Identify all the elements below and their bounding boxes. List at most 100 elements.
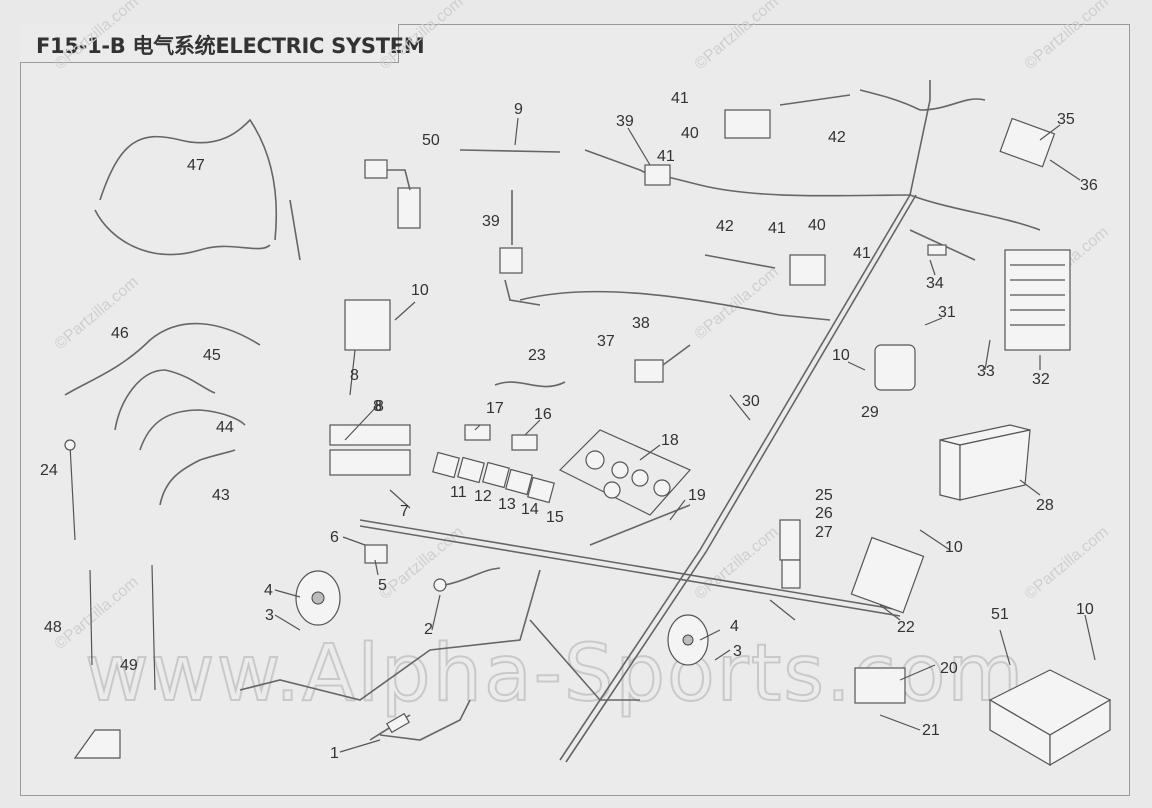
grommet-set-18 bbox=[558, 429, 691, 516]
sensor-42-top bbox=[779, 94, 851, 106]
callout: 46 bbox=[111, 325, 129, 342]
callout: 26 bbox=[815, 505, 833, 522]
callout: 40 bbox=[808, 217, 826, 234]
tie-24 bbox=[64, 439, 76, 541]
horn-4-right bbox=[667, 614, 709, 666]
sticker bbox=[73, 729, 121, 759]
callout: 4 bbox=[264, 582, 273, 599]
callout: 8 bbox=[375, 398, 384, 415]
callout: 16 bbox=[534, 406, 552, 423]
callout: 19 bbox=[688, 487, 706, 504]
tie-48 bbox=[89, 569, 93, 666]
relay-40 bbox=[789, 254, 826, 286]
callout: 13 bbox=[498, 496, 516, 513]
callout: 10 bbox=[945, 539, 963, 556]
callout: 22 bbox=[897, 619, 915, 636]
callout: 25 bbox=[815, 487, 833, 504]
callout-numbers: 1 2 3 3 4 4 5 6 7 8 8 8 9 10 10 10 10 11… bbox=[40, 90, 1098, 762]
callout: 20 bbox=[940, 660, 958, 677]
sensor-1 bbox=[369, 712, 411, 741]
connector-16 bbox=[511, 434, 538, 451]
sensor-39 bbox=[499, 190, 523, 274]
callout: 40 bbox=[681, 125, 699, 142]
callout: 3 bbox=[733, 643, 742, 660]
callout: 42 bbox=[828, 129, 846, 146]
callout: 37 bbox=[597, 333, 615, 350]
callout: 5 bbox=[378, 577, 387, 594]
cable-43 bbox=[159, 449, 236, 506]
relay-40-top bbox=[724, 109, 771, 139]
diagram-title: F15-1-B 电气系统ELECTRIC SYSTEM bbox=[36, 34, 425, 58]
sensor-25-27 bbox=[779, 519, 801, 589]
callout: 41 bbox=[657, 148, 675, 165]
callout: 41 bbox=[853, 245, 871, 262]
callout: 10 bbox=[411, 282, 429, 299]
callout: 18 bbox=[661, 432, 679, 449]
callout: 23 bbox=[528, 347, 546, 364]
callout: 43 bbox=[212, 487, 230, 504]
callout: 21 bbox=[922, 722, 940, 739]
relay-22 bbox=[850, 536, 925, 614]
fuse-34 bbox=[909, 229, 976, 261]
callout: 29 bbox=[861, 404, 879, 421]
callout: 10 bbox=[1076, 601, 1094, 618]
sensor-50 bbox=[364, 159, 421, 229]
battery-28 bbox=[939, 424, 1031, 501]
horn-4-left bbox=[295, 570, 341, 626]
callout: 17 bbox=[486, 400, 504, 417]
cable-46 bbox=[64, 322, 261, 396]
callout: 1 bbox=[330, 745, 339, 762]
callout: 48 bbox=[44, 619, 62, 636]
leader-lines bbox=[274, 117, 1096, 753]
harness-47 bbox=[94, 118, 301, 261]
callout: 34 bbox=[926, 275, 944, 292]
watermark-partzilla: ©Partzilla.com bbox=[1022, 0, 1112, 73]
sensor-42 bbox=[704, 254, 776, 269]
callout: 42 bbox=[716, 218, 734, 235]
callout: 8 bbox=[350, 367, 359, 384]
callout: 45 bbox=[203, 347, 221, 364]
callout: 50 bbox=[422, 132, 440, 149]
sensor-2 bbox=[433, 567, 501, 592]
relays-8 bbox=[329, 299, 411, 476]
callout: 32 bbox=[1032, 371, 1050, 388]
callout: 35 bbox=[1057, 111, 1075, 128]
callout: 8 bbox=[373, 398, 382, 415]
callout: 39 bbox=[482, 213, 500, 230]
callout: 49 bbox=[120, 657, 138, 674]
callout: 10 bbox=[832, 347, 850, 364]
callout: 44 bbox=[216, 419, 234, 436]
callout: 33 bbox=[977, 363, 995, 380]
watermark-partzilla: ©Partzilla.com bbox=[692, 264, 782, 343]
watermark-partzilla: ©Partzilla.com bbox=[692, 0, 782, 73]
callout: 27 bbox=[815, 524, 833, 541]
watermark-partzilla: ©Partzilla.com bbox=[692, 524, 782, 603]
callout: 38 bbox=[632, 315, 650, 332]
sensor-39-top bbox=[584, 149, 671, 186]
callout: 39 bbox=[616, 113, 634, 130]
callout: 24 bbox=[40, 462, 58, 479]
main-wiring-harness bbox=[239, 80, 1041, 763]
callout: 3 bbox=[265, 607, 274, 624]
callout: 9 bbox=[514, 101, 523, 118]
bracket-23 bbox=[494, 381, 566, 388]
callout: 12 bbox=[474, 488, 492, 505]
callout: 31 bbox=[938, 304, 956, 321]
callout: 30 bbox=[742, 393, 760, 410]
cable-45 bbox=[114, 369, 216, 431]
sensor-38 bbox=[634, 344, 691, 383]
cable-44 bbox=[139, 409, 246, 451]
callout: 4 bbox=[730, 618, 739, 635]
callout: 15 bbox=[546, 509, 564, 526]
callout: 41 bbox=[768, 220, 786, 237]
connectors-11-15 bbox=[432, 451, 555, 504]
callout: 14 bbox=[521, 501, 539, 518]
callout: 2 bbox=[424, 621, 433, 638]
relay-35 bbox=[999, 117, 1056, 168]
tie-49 bbox=[151, 564, 156, 691]
callout: 41 bbox=[671, 90, 689, 107]
ecu-51 bbox=[988, 669, 1112, 767]
unit-20 bbox=[854, 667, 906, 704]
callout: 11 bbox=[450, 484, 467, 501]
